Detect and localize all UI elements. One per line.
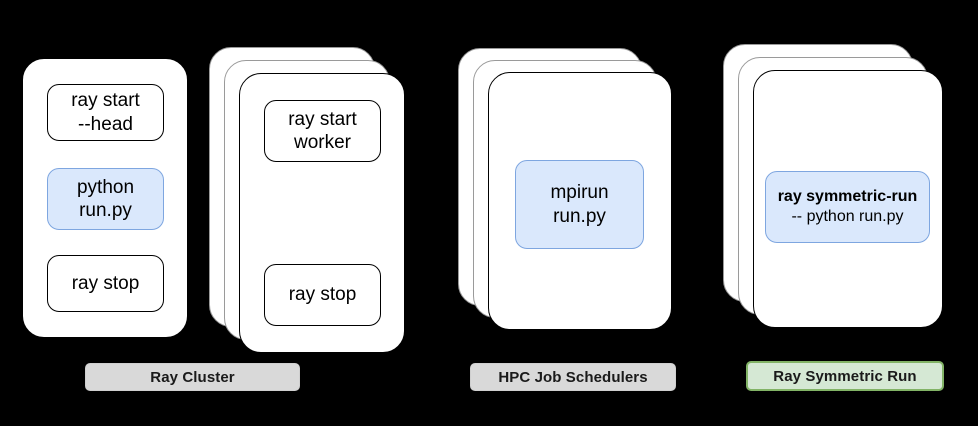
command-line: worker <box>293 132 351 153</box>
command-line: run.py <box>553 205 606 227</box>
command-box-ray-stop-head[interactable]: ray stop <box>47 255 164 312</box>
command-box-python-run[interactable]: python run.py <box>47 168 164 230</box>
command-line: ray start <box>71 90 140 112</box>
command-line: --head <box>78 113 133 135</box>
command-line: python <box>76 176 135 198</box>
command-line: ray stop <box>71 272 140 294</box>
command-box-ray-symmetric-run[interactable]: ray symmetric-run -- python run.py <box>765 171 930 243</box>
group-label-ray-cluster: Ray Cluster <box>85 363 300 391</box>
command-line: -- python run.py <box>791 208 904 225</box>
command-line: ray stop <box>288 284 357 306</box>
command-line: run.py <box>79 200 132 221</box>
command-line: ray start <box>288 108 357 130</box>
command-box-ray-start-worker[interactable]: ray start worker <box>264 100 381 162</box>
group-label-ray-symmetric-run: Ray Symmetric Run <box>746 361 944 391</box>
command-line: ray symmetric-run <box>777 188 918 206</box>
command-box-mpirun[interactable]: mpirun run.py <box>515 160 644 249</box>
command-box-ray-start-head[interactable]: ray start --head <box>47 84 164 141</box>
command-box-ray-stop-worker[interactable]: ray stop <box>264 264 381 326</box>
group-label-text: Ray Cluster <box>150 368 235 386</box>
group-label-hpc-job-schedulers: HPC Job Schedulers <box>470 363 676 391</box>
group-label-text: HPC Job Schedulers <box>498 368 648 386</box>
command-line: mpirun <box>550 182 609 204</box>
group-label-text: Ray Symmetric Run <box>773 367 917 385</box>
